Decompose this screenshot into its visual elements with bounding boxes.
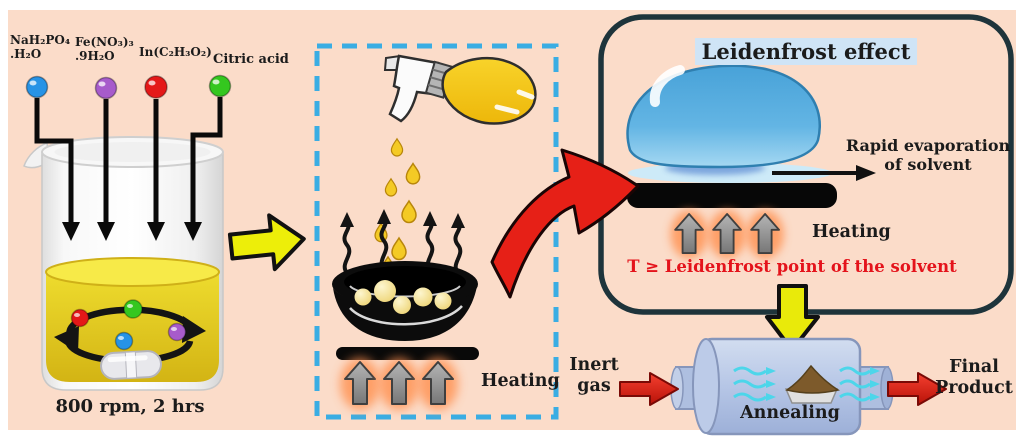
reagent-add-arrows	[34, 97, 223, 224]
reagent-label-1: Fe(NO₃)₃ .9H₂O	[75, 35, 134, 64]
reagent-dot-1	[94, 76, 118, 100]
reagent-dot-3	[208, 74, 232, 98]
reagent-label-2: In(C₂H₃O₂)	[139, 45, 212, 59]
heating-label-pan: Heating	[481, 371, 560, 391]
reagent-dot-2	[144, 75, 168, 99]
reagent-add-arrowheads	[62, 222, 202, 241]
reagent-label-0: NaH₂PO₄ .H₂O	[10, 33, 71, 62]
hotplate-icon	[336, 347, 479, 360]
stir-bar-icon	[100, 350, 162, 380]
gas-flow-lines-icon	[733, 366, 871, 402]
step-arrow-down-icon	[765, 284, 820, 352]
particle-blue	[114, 331, 134, 351]
heating-label-leidenfrost: Heating	[812, 222, 891, 242]
pan-droplet	[393, 296, 411, 314]
hot-surface-icon	[627, 183, 837, 208]
stirring-caption: 800 rpm, 2 hrs	[55, 396, 205, 417]
pan-droplet	[413, 287, 433, 307]
inert-gas-label: Inert gas	[569, 355, 619, 396]
annealing-label: Annealing	[740, 403, 840, 423]
final-product-label: Final Product	[935, 357, 1013, 398]
leidenfrost-condition-label: T ≥ Leidenfrost point of the solvent	[627, 257, 957, 276]
reagent-dot-0	[25, 75, 49, 99]
dissolved-particles	[70, 299, 187, 351]
reagent-label-3: Citric acid	[213, 52, 289, 67]
spray-bottle-icon	[383, 54, 537, 125]
frying-pan-icon	[332, 261, 478, 341]
reagent-dots	[25, 74, 232, 100]
powder-sample-icon	[785, 364, 840, 394]
pan-droplet	[354, 288, 372, 306]
heating-arrows-pan-icon	[340, 358, 458, 410]
gas-flow-arrowheads	[766, 367, 880, 401]
leidenfrost-title: Leidenfrost effect	[601, 20, 1011, 66]
spray-stage-dashed-box	[314, 43, 559, 420]
particle-purple	[167, 322, 187, 342]
evaporation-label: Rapid evaporation of solvent	[845, 136, 1011, 175]
heating-arrows-leidenfrost-icon	[670, 210, 783, 258]
pan-droplet	[434, 292, 452, 310]
leidenfrost-droplet-icon	[626, 64, 832, 183]
particle-green	[123, 299, 143, 319]
particle-red	[70, 308, 90, 328]
leidenfrost-title-text: Leidenfrost effect	[694, 38, 918, 66]
transfer-arrow-red-icon	[490, 148, 640, 299]
evaporation-arrow-icon	[772, 165, 876, 181]
pan-droplet	[374, 280, 396, 302]
step-arrow-right-icon	[227, 213, 306, 272]
